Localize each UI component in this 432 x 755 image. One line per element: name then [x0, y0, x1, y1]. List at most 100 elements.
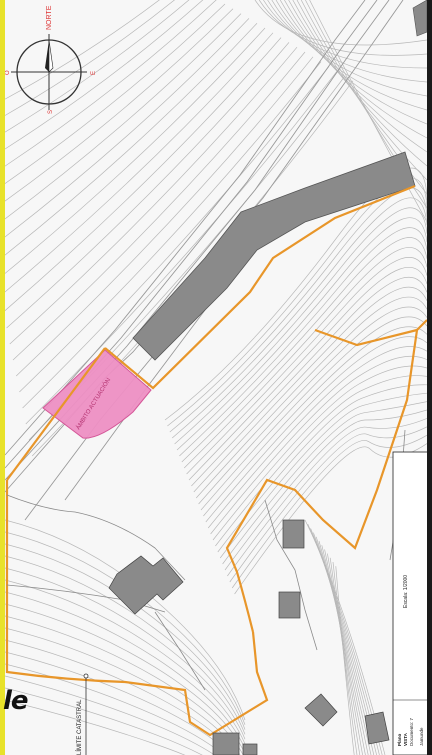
plan-label: Plano: [397, 733, 402, 746]
contour-line: [5, 687, 203, 755]
contour-line: [167, 177, 427, 427]
building-top-right: [412, 0, 427, 37]
contour-line: [263, 0, 427, 69]
contour-line: [205, 336, 427, 523]
contour-line: [195, 296, 427, 499]
contour-line: [5, 519, 246, 721]
cadastral-line: LÍMITE CATASTRAL: [76, 673, 89, 755]
contour-line: [5, 37, 282, 312]
contour-line: [5, 615, 244, 755]
contour-line: [327, 553, 363, 755]
contour-line: [5, 579, 246, 745]
contour-line: [5, 13, 242, 220]
compass-south: S: [48, 110, 54, 114]
contour-line: [224, 409, 427, 571]
contour-line: [188, 267, 427, 481]
scale-label: Escala: 1/2000: [403, 575, 409, 608]
right-edge: [427, 0, 432, 755]
contour-line: [5, 22, 258, 256]
compass-west: O: [5, 70, 11, 75]
compass-rose: NORTE E O S: [5, 5, 97, 114]
contour-line: [186, 257, 427, 475]
contour-line: [5, 651, 232, 755]
house-3: [304, 693, 338, 727]
contour-line: [174, 207, 427, 445]
contour-line: [5, 0, 160, 100]
contour-line: [335, 566, 355, 755]
contour-line: [207, 346, 427, 529]
contour-line: [5, 675, 216, 755]
contour-line: [210, 356, 427, 535]
contour-line: [5, 531, 246, 725]
contour-line: [5, 543, 246, 730]
title-block: Escala: 1/2000 Plano VISTA Documento: 7 …: [392, 451, 427, 755]
contour-line: [329, 557, 361, 755]
overlay-partial-text: le: [3, 686, 29, 716]
contour-line: [5, 3, 226, 184]
contour-line: [231, 434, 427, 589]
house-4: [364, 711, 390, 745]
contour-line: [5, 555, 246, 735]
contour-line: [5, 27, 266, 274]
contour-line: [332, 561, 358, 755]
contour-line: [212, 365, 427, 541]
house-2: [278, 591, 301, 619]
contour-line: [5, 0, 175, 116]
contour-line: [25, 70, 338, 425]
title-extra: Jamunde: [419, 727, 424, 746]
contour-line: [181, 237, 427, 463]
contour-line: [222, 401, 427, 565]
contour-line: [5, 18, 250, 238]
contour-line: [12, 51, 306, 361]
sheet-label: Documento: 7: [409, 717, 414, 746]
site-map[interactable]: ÁMBITO ACTUACIÓN LÍMITE CATASTRAL: [5, 0, 427, 755]
contour-line: [5, 591, 246, 749]
contour-line: [169, 187, 427, 433]
contour-line: [176, 217, 427, 451]
plan-sub-label: VISTA: [403, 732, 408, 746]
contour-line: [5, 567, 246, 740]
contour-line: [217, 384, 427, 553]
contour-line: [324, 549, 366, 755]
contour-line: [15, 56, 314, 377]
compass-east: E: [91, 71, 97, 75]
contour-line: [229, 426, 427, 583]
contour-line: [198, 306, 427, 505]
contour-line: [5, 0, 204, 150]
contour-line: [19, 61, 322, 393]
contour-line: [6, 42, 290, 329]
contour-line: [183, 247, 427, 469]
contour-line: [219, 392, 427, 559]
compass-north: NORTE: [46, 5, 53, 30]
contour-line: [5, 603, 246, 754]
contour-line: [5, 32, 274, 293]
actuation-zone[interactable]: [42, 349, 152, 439]
contour-line: [309, 0, 427, 223]
contour-line: [318, 540, 372, 755]
house-6: [242, 743, 258, 755]
contour-line: [200, 316, 427, 511]
contour-line: [191, 276, 427, 487]
contour-line: [258, 0, 427, 56]
contour-line: [5, 0, 190, 133]
map-canvas: ÁMBITO ACTUACIÓN LÍMITE CATASTRAL: [5, 0, 427, 755]
contour-line: [9, 46, 298, 345]
parcel-boundary: [5, 184, 427, 737]
contour-lines: [5, 0, 427, 755]
house-large: [108, 555, 184, 615]
contour-line: [5, 8, 234, 202]
contour-line: [5, 627, 241, 755]
contour-line: [179, 227, 427, 457]
contour-line: [203, 326, 427, 517]
contour-line: [254, 0, 427, 46]
house-1: [282, 519, 305, 549]
cadastral-label: LÍMITE CATASTRAL: [76, 699, 83, 755]
contour-line: [5, 0, 217, 167]
contour-line: [171, 197, 427, 439]
contour-line: [321, 545, 369, 755]
house-5: [212, 732, 240, 755]
contour-line: [5, 699, 186, 755]
contour-line: [164, 167, 427, 421]
contour-line: [22, 66, 330, 409]
contour-line: [279, 0, 427, 125]
